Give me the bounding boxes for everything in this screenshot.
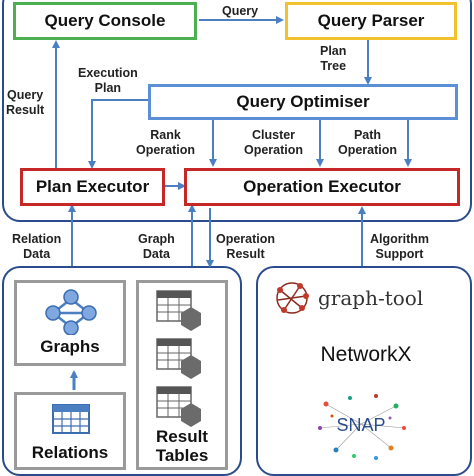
snap-label: SNAP [336,415,386,435]
result-table-icon-3 [156,386,201,427]
relation-table-icon [52,404,90,434]
result-table-icon-2 [156,338,201,379]
graph-tool-logo: graph-tool [270,278,466,318]
arrow-execution-plan [88,99,148,169]
graph-tool-label: graph-tool [318,286,424,310]
snap-network-icon [318,394,406,460]
operation-executor-label: Operation Executor [243,177,401,196]
result-table-icon-1 [156,290,201,331]
query-console-box: Query Console [13,2,197,40]
result-table-icons [156,290,201,427]
relations-label: Relations [31,443,109,462]
label-query: Query [222,4,259,18]
relations-box: Relations [14,392,126,470]
networkx-label: NetworkX [320,343,412,366]
graph-network-icon [45,289,97,335]
library-panel [256,266,472,476]
operation-executor-box: Operation Executor [184,168,460,206]
query-console-label: Query Console [44,11,166,30]
graphs-box: Graphs [14,280,126,366]
query-optimiser-box: Query Optimiser [148,84,458,120]
query-parser-box: Query Parser [285,2,457,40]
snap-logo: SNAP [306,384,416,466]
plan-executor-label: Plan Executor [35,177,150,196]
plan-executor-box: Plan Executor [20,168,165,206]
graph-tool-icon [276,282,309,314]
query-optimiser-label: Query Optimiser [236,92,370,111]
query-parser-label: Query Parser [317,11,425,30]
graphs-label: Graphs [40,337,100,356]
